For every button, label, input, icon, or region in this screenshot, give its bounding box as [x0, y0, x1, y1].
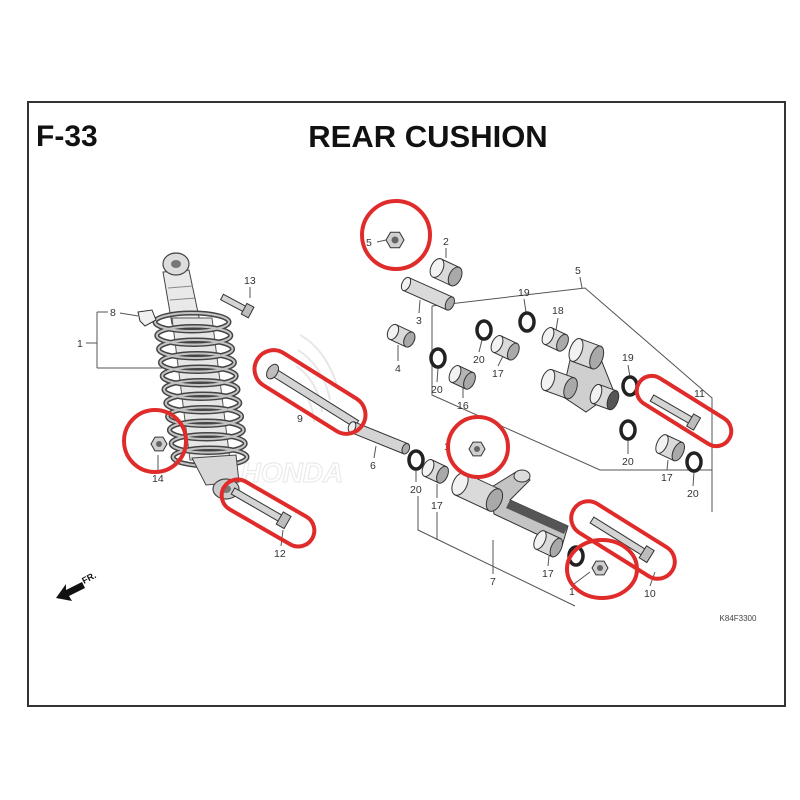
callout-label: 11 [694, 388, 705, 400]
callout-label: 9 [297, 413, 303, 425]
bushing-17 [655, 434, 686, 462]
callout-label: 6 [370, 460, 376, 472]
callout-label: 3 [416, 315, 422, 327]
pin-6 [347, 421, 411, 455]
callout-label: 1 [77, 338, 83, 350]
callout-label: 20 [431, 384, 443, 396]
callout-label: 14 [152, 473, 164, 485]
callout-label: 2 [443, 236, 449, 248]
bushing-18 [541, 327, 569, 352]
highlight-circle-bottom-nut [565, 538, 639, 600]
highlight-capsule-bolt-10 [569, 499, 677, 581]
watermark-text: HONDA [241, 457, 344, 488]
bushing-2 [429, 258, 463, 287]
callout-label: 8 [110, 307, 116, 319]
callout-label: 13 [244, 275, 256, 287]
nut-top [385, 231, 405, 249]
callout-label: 19 [518, 287, 530, 299]
diagram-frame [27, 101, 786, 707]
seal-20 [619, 419, 637, 441]
callout-label: 5 [366, 237, 372, 249]
callout-label: 4 [395, 363, 401, 375]
bushing-17 [421, 459, 449, 484]
callout-label: 17 [492, 368, 504, 380]
nut-bottom [591, 560, 609, 576]
bolt-10 [589, 516, 655, 564]
highlight-annotations [122, 199, 734, 600]
callout-label: 10 [644, 588, 656, 600]
bolt-12 [230, 487, 292, 530]
ring-19 [518, 311, 536, 333]
callout-label: 20 [622, 456, 634, 468]
nut-14 [150, 436, 168, 452]
callout-label: 19 [622, 352, 634, 364]
seal-20 [685, 451, 703, 473]
callout-label: 20 [410, 484, 422, 496]
link-5 [540, 338, 620, 413]
diagram-title: REAR CUSHION [308, 119, 547, 154]
bolt-11 [649, 394, 702, 431]
seal-20 [475, 319, 493, 341]
shock-absorber [152, 252, 250, 500]
callout-label: 17 [431, 500, 443, 512]
sleeve-3 [400, 276, 455, 311]
seal-20 [407, 449, 425, 471]
callout-label: 1 [569, 586, 575, 598]
bushing-17 [490, 335, 520, 361]
seal-20 [429, 347, 447, 369]
bushing-4 [386, 323, 416, 348]
callout-label: 20 [687, 488, 699, 500]
bushing-16 [448, 365, 476, 390]
bolt-13 [219, 293, 255, 319]
highlight-circle-top-nut [360, 199, 432, 271]
callout-label: 17 [661, 472, 673, 484]
callout-label: 12 [274, 548, 286, 560]
callout-label: 16 [457, 400, 469, 412]
bushing-17 [533, 530, 564, 558]
drawing-number: K84F3300 [720, 614, 757, 623]
highlight-capsule-bolt-9 [252, 348, 368, 436]
highlight-circle-nut-14 [122, 408, 188, 474]
section-code: F-33 [36, 120, 98, 153]
callout-label: 7 [490, 576, 496, 588]
honda-wing-watermark: HONDA [240, 334, 344, 489]
highlight-capsule-bolt-12 [219, 477, 317, 549]
arrow-left-down-icon [56, 582, 85, 601]
nut-middle [468, 441, 486, 457]
callout-label: 20 [473, 354, 485, 366]
callout-label: 18 [552, 305, 564, 317]
callout-label: 17 [542, 568, 554, 580]
highlight-circle-middle-nut [446, 415, 510, 479]
shock-spring [152, 310, 250, 469]
link-arm-7 [451, 469, 569, 547]
callout-label: 5 [575, 265, 581, 277]
highlight-capsule-bolt-11 [634, 373, 734, 449]
clip-part-8 [137, 309, 157, 327]
